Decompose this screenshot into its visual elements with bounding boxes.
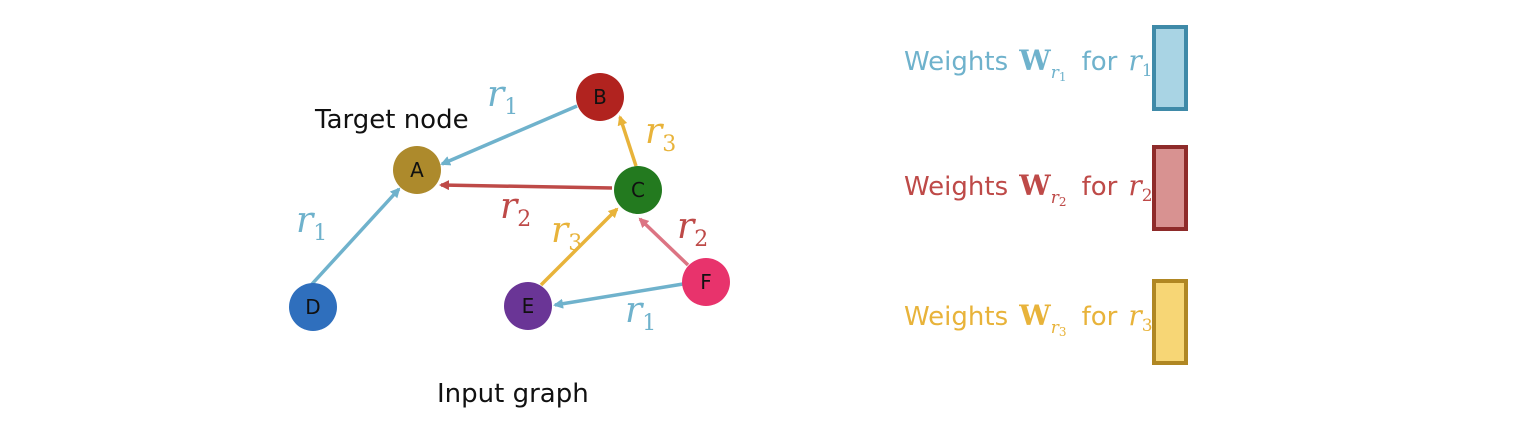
edge-label-e-c: r3 — [551, 210, 582, 256]
edge-f-to-e — [553, 282, 684, 309]
weights-block-r3 — [1152, 279, 1188, 365]
node-b-label: B — [593, 85, 607, 109]
node-b-circle — [576, 73, 624, 121]
node-b: B — [576, 73, 624, 121]
legend-item-r2: Weights Wr2 for r2 — [904, 145, 1188, 231]
legend-item-r1: Weights Wr1 for r1 — [904, 25, 1188, 111]
edge-c-to-b — [617, 115, 638, 167]
target-node-label: Target node — [314, 105, 469, 135]
node-e: E — [504, 282, 552, 330]
node-d: D — [289, 283, 337, 331]
edge-label-f-e: r1 — [625, 290, 656, 336]
node-d-circle — [289, 283, 337, 331]
legend-text-r1: Weights Wr1 for r1 — [904, 44, 1153, 85]
node-d-label: D — [305, 295, 320, 319]
edge-labels: r1 r1 r2 r3 r3 r2 r1 — [296, 74, 708, 336]
weights-block-r2 — [1152, 145, 1188, 231]
edge-label-b-a: r1 — [487, 74, 518, 120]
edge-b-to-a — [440, 104, 578, 166]
node-e-label: E — [522, 294, 535, 318]
weights-block-r1 — [1152, 25, 1188, 111]
edge-label-c-a: r2 — [500, 186, 531, 232]
node-e-circle — [504, 282, 552, 330]
legend-item-r3: Weights Wr3 for r3 — [904, 279, 1188, 365]
node-a-circle — [393, 146, 441, 194]
graph-caption: Input graph — [437, 379, 589, 409]
graph-edges — [310, 104, 690, 309]
node-a: A — [393, 146, 441, 194]
edge-label-c-b: r3 — [645, 111, 676, 157]
edge-f-to-c — [638, 217, 690, 267]
node-c: C — [614, 166, 662, 214]
node-f-circle — [682, 258, 730, 306]
node-c-circle — [614, 166, 662, 214]
node-c-label: C — [631, 178, 645, 202]
legend-text-r2: Weights Wr2 for r2 — [904, 169, 1153, 210]
node-a-label: A — [410, 158, 424, 182]
edge-d-to-a — [310, 187, 401, 286]
edge-label-d-a: r1 — [296, 200, 327, 246]
edge-e-to-c — [539, 207, 619, 287]
node-f-label: F — [700, 270, 712, 294]
edge-c-to-a — [439, 180, 613, 191]
graph-nodes: A B C D E F — [289, 73, 730, 331]
legend-text-r3: Weights Wr3 for r3 — [904, 299, 1153, 340]
node-f: F — [682, 258, 730, 306]
edge-label-f-c: r2 — [677, 206, 708, 252]
weights-legend: Weights Wr1 for r1 Weights Wr2 for r2 We… — [904, 25, 1188, 365]
